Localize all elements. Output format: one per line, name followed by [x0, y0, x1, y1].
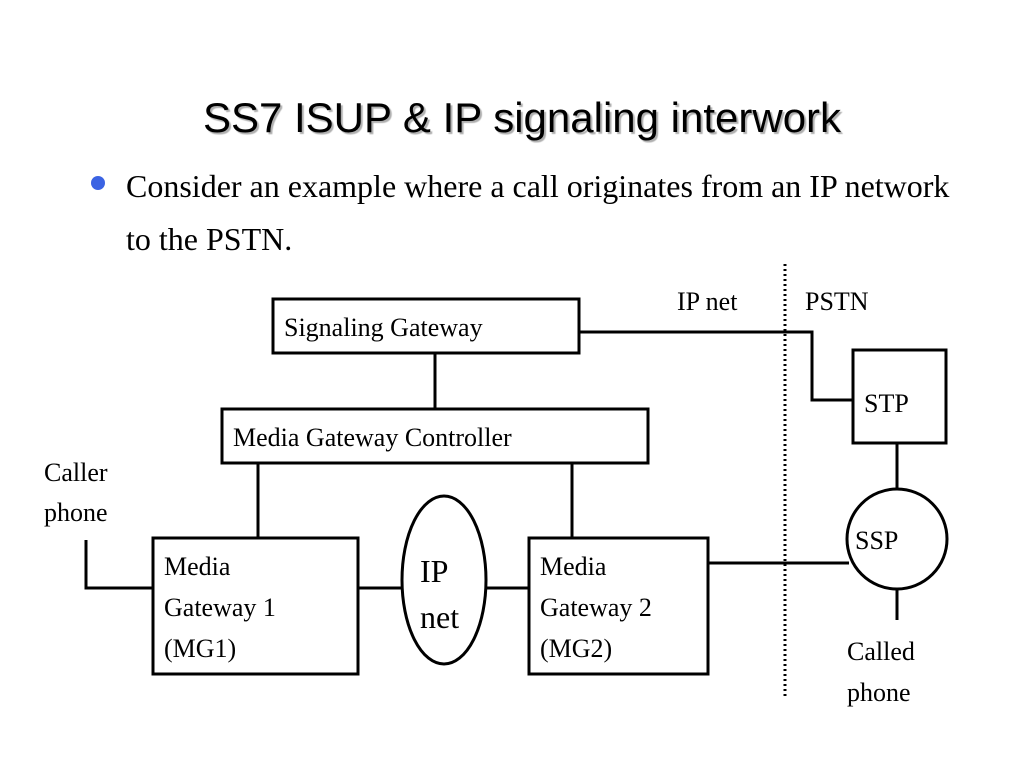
ip-net-label-line1: IP	[420, 553, 448, 589]
ssp-circle	[845, 487, 949, 591]
signaling-gateway-box	[271, 297, 581, 355]
caller-phone-label-line2: phone	[44, 498, 108, 527]
media-gateway-2-box	[527, 536, 710, 676]
zone-label-pstn: PSTN	[805, 287, 869, 316]
media-gateway-1-label-line3: (MG1)	[164, 634, 236, 663]
caller-phone-label-line1: Caller	[44, 458, 108, 487]
media-gateway-2-label-line2: Gateway 2	[540, 593, 652, 622]
ip-net-label-line2: net	[420, 599, 459, 635]
sg-stp-link	[579, 330, 853, 402]
zone-label-ip: IP net	[677, 287, 738, 316]
ip-net-ellipse	[400, 494, 488, 666]
stp-label: STP	[864, 389, 909, 418]
bullet-dot-icon	[91, 176, 105, 190]
stp-box	[851, 348, 948, 445]
media-gateway-1-label-line1: Media	[164, 552, 231, 581]
media-gateway-controller-label: Media Gateway Controller	[233, 423, 512, 452]
caller-phone-line	[84, 540, 153, 590]
media-gateway-controller-box	[220, 407, 650, 465]
slide-title: SS7 ISUP & IP signaling interwork	[202, 94, 842, 141]
ssp-label: SSP	[855, 526, 898, 555]
called-phone-label-line2: phone	[847, 678, 911, 707]
media-gateway-2-label-line1: Media	[540, 552, 607, 581]
signaling-gateway-label: Signaling Gateway	[284, 313, 483, 342]
media-gateway-1-label-line2: Gateway 1	[164, 593, 276, 622]
media-gateway-1-box	[151, 536, 360, 676]
bullet-text: Consider an example where a call origina…	[126, 168, 950, 257]
called-phone-label-line1: Called	[847, 637, 915, 666]
media-gateway-2-label-line3: (MG2)	[540, 634, 612, 663]
